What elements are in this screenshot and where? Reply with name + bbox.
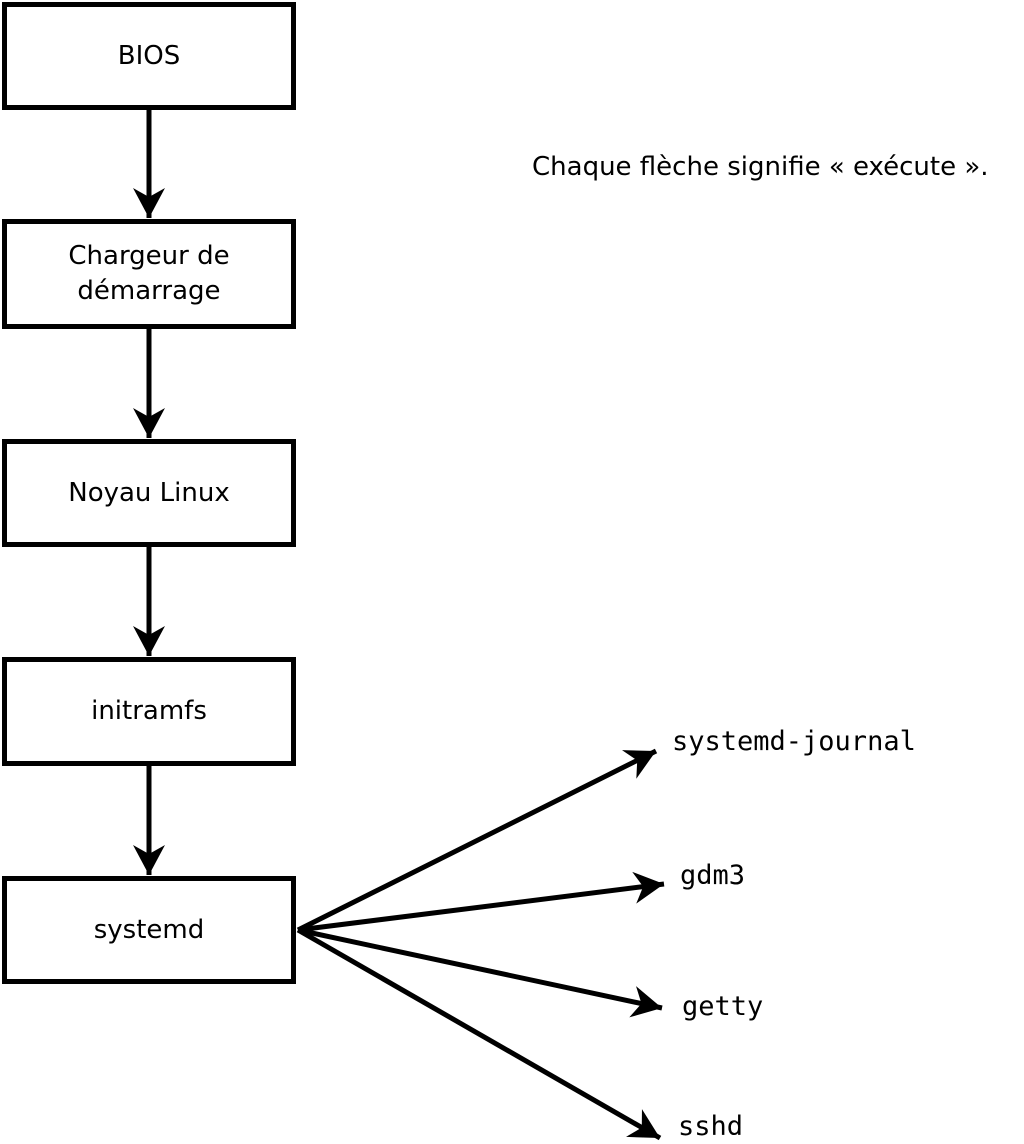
arrow-systemd-to-gdm3 [297, 871, 665, 933]
process-label-getty: getty [682, 991, 764, 1022]
process-label-gdm3: gdm3 [680, 860, 746, 891]
node-bios-label: BIOS [117, 40, 181, 71]
arrow-systemd-to-getty [297, 927, 663, 1018]
node-systemd: systemd [2, 876, 296, 984]
arrow-systemd-to-systemd-journal [296, 748, 658, 933]
node-initramfs-label: initramfs [91, 696, 207, 726]
node-bootloader: Chargeur de démarrage [2, 219, 296, 329]
process-label-systemd-journal: systemd-journal [672, 726, 916, 757]
node-systemd-label: systemd [93, 914, 205, 945]
process-label-sshd: sshd [678, 1111, 744, 1142]
arrow-meaning-caption: Chaque flèche signifie « exécute ». [532, 152, 989, 182]
node-kernel: Noyau Linux [2, 439, 296, 547]
node-bios: BIOS [2, 2, 296, 110]
node-initramfs: initramfs [2, 657, 296, 766]
node-kernel-label: Noyau Linux [68, 477, 230, 508]
node-bootloader-label: Chargeur de démarrage [68, 241, 230, 306]
arrow-systemd-to-sshd [296, 927, 662, 1141]
